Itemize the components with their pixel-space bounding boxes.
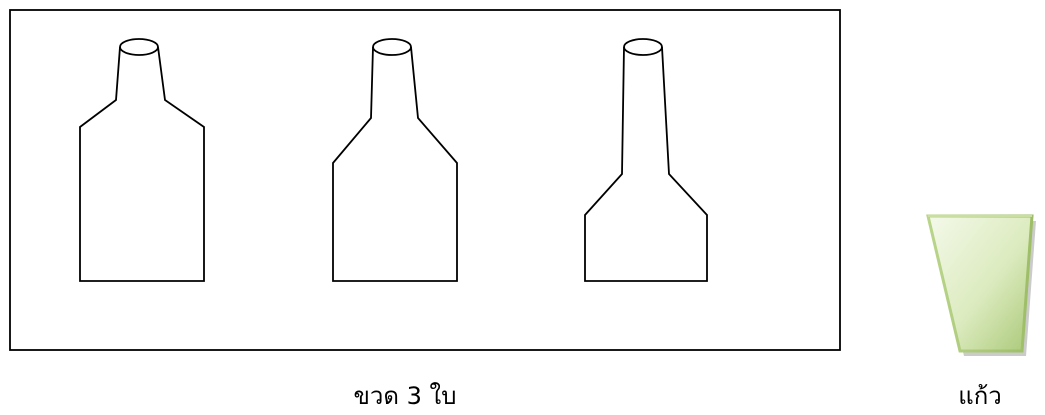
bottle-1-mouth bbox=[119, 38, 159, 56]
bottle-3-outline bbox=[584, 46, 708, 282]
glass-caption: แก้ว bbox=[958, 382, 1002, 410]
bottle-3-mouth bbox=[623, 38, 663, 56]
glass-body bbox=[926, 214, 1034, 353]
bottle-1-outline bbox=[79, 46, 205, 282]
glass-icon bbox=[926, 214, 1036, 356]
bottle-2-mouth bbox=[372, 38, 412, 56]
bottle-1 bbox=[79, 38, 205, 282]
bottles-caption: ขวด 3 ใบ bbox=[353, 382, 457, 410]
bottle-2-outline bbox=[332, 46, 458, 282]
bottle-2 bbox=[332, 38, 458, 282]
bottles-frame bbox=[9, 9, 841, 351]
bottle-3 bbox=[584, 38, 708, 282]
